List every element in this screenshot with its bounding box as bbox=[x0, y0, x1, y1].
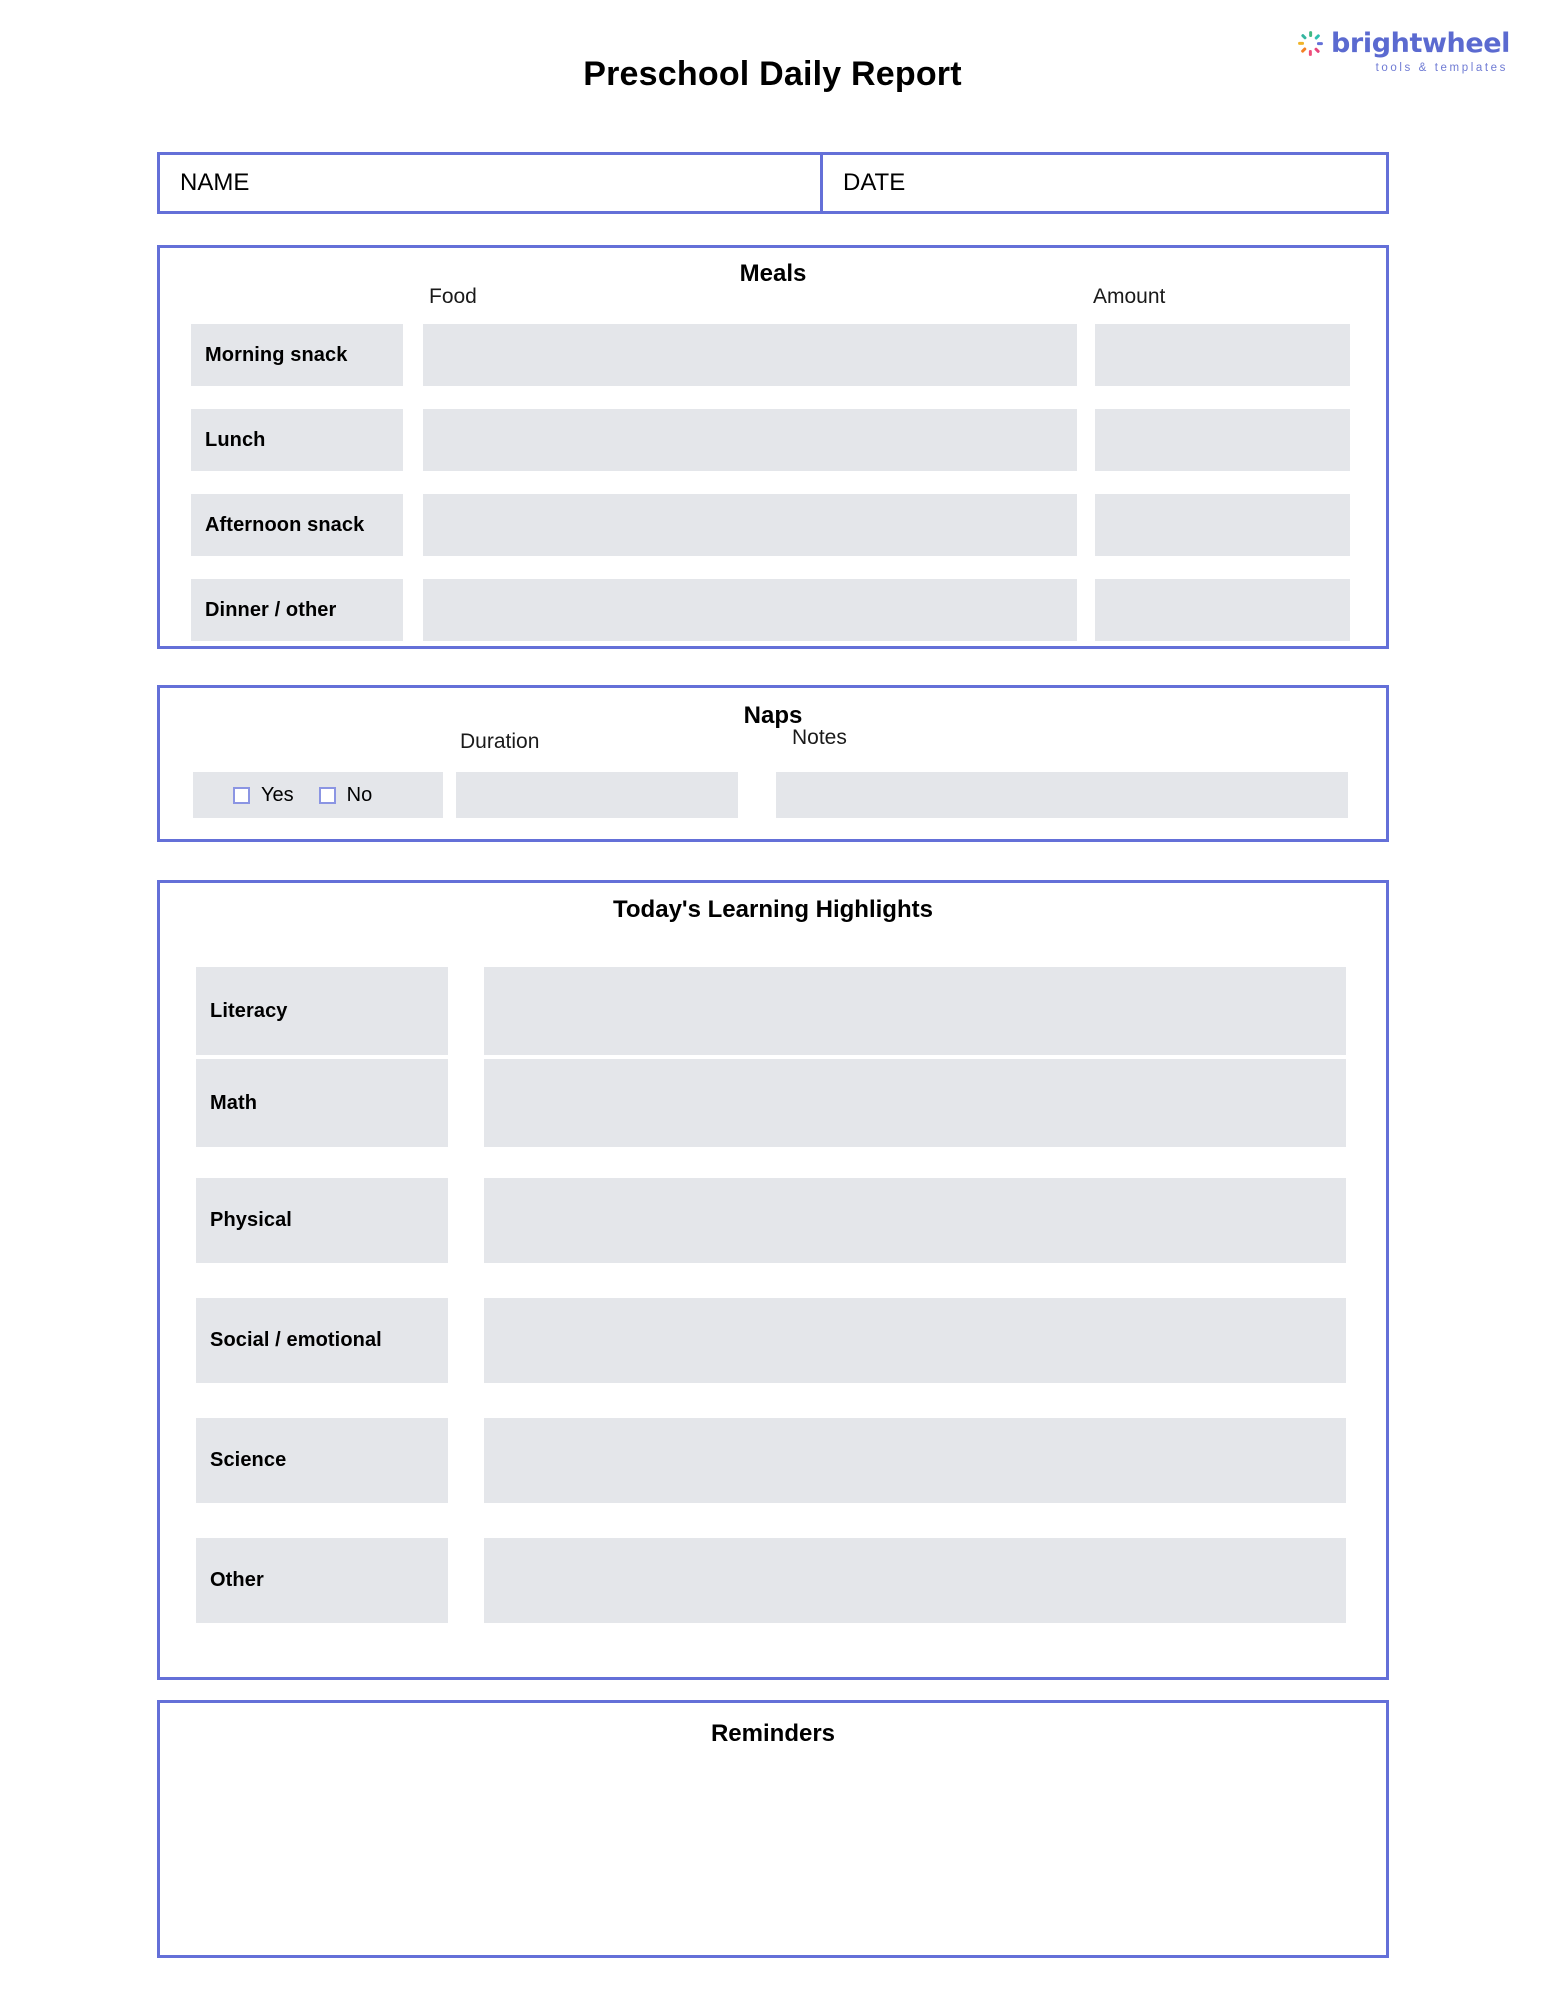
meals-row-label: Dinner / other bbox=[191, 579, 403, 641]
date-label: DATE bbox=[843, 169, 906, 196]
learning-section-title: Today's Learning Highlights bbox=[613, 896, 933, 923]
learning-row-input[interactable] bbox=[484, 967, 1346, 1055]
learning-row-label: Math bbox=[196, 1059, 448, 1147]
reminders-section[interactable]: Reminders bbox=[157, 1700, 1389, 1958]
learning-row-social-emotional: Social / emotional bbox=[196, 1298, 1356, 1383]
learning-row-label: Literacy bbox=[196, 967, 448, 1055]
naps-row: Yes No bbox=[193, 772, 1348, 818]
learning-highlights-section: Today's Learning Highlights Literacy Mat… bbox=[157, 880, 1389, 1680]
learning-row-label: Other bbox=[196, 1538, 448, 1623]
brightwheel-logo: brightwheel tools & templates bbox=[1295, 30, 1510, 82]
learning-row-input[interactable] bbox=[484, 1178, 1346, 1263]
naps-duration-input[interactable] bbox=[456, 772, 738, 818]
meals-row-dinner-other: Dinner / other bbox=[191, 579, 1359, 641]
naps-notes-input[interactable] bbox=[776, 772, 1348, 818]
meals-amount-input[interactable] bbox=[1095, 409, 1350, 471]
brand-tagline: tools & templates bbox=[1375, 62, 1508, 74]
name-date-row: NAME DATE bbox=[157, 152, 1389, 214]
meals-row-lunch: Lunch bbox=[191, 409, 1359, 471]
meals-row-afternoon-snack: Afternoon snack bbox=[191, 494, 1359, 556]
meals-food-input[interactable] bbox=[423, 324, 1077, 386]
naps-no-label: No bbox=[346, 783, 373, 806]
meals-row-label: Morning snack bbox=[191, 324, 403, 386]
learning-row-label: Physical bbox=[196, 1178, 448, 1263]
learning-row-other: Other bbox=[196, 1538, 1356, 1623]
meals-section: Meals Food Amount Morning snack Lunch Af… bbox=[157, 245, 1389, 649]
meals-row-label: Afternoon snack bbox=[191, 494, 403, 556]
meals-section-title: Meals bbox=[739, 260, 807, 287]
naps-yes-checkbox[interactable] bbox=[233, 786, 250, 804]
learning-row-input[interactable] bbox=[484, 1538, 1346, 1623]
meals-row-label: Lunch bbox=[191, 409, 403, 471]
learning-row-input[interactable] bbox=[484, 1418, 1346, 1503]
meals-column-header-amount: Amount bbox=[1093, 285, 1166, 308]
learning-row-input[interactable] bbox=[484, 1059, 1346, 1147]
meals-food-input[interactable] bbox=[423, 579, 1077, 641]
learning-row-math: Math bbox=[196, 1059, 1356, 1147]
naps-column-header-notes: Notes bbox=[792, 726, 847, 749]
naps-section: Naps Duration Notes Yes No bbox=[157, 685, 1389, 842]
naps-yes-no-group: Yes No bbox=[193, 772, 443, 818]
naps-column-header-duration: Duration bbox=[460, 730, 540, 753]
naps-yes-label: Yes bbox=[261, 783, 294, 806]
meals-food-input[interactable] bbox=[423, 494, 1077, 556]
date-field[interactable]: DATE bbox=[823, 155, 1386, 211]
reminders-section-title: Reminders bbox=[710, 1720, 836, 1747]
learning-row-label: Social / emotional bbox=[196, 1298, 448, 1383]
learning-row-label: Science bbox=[196, 1418, 448, 1503]
brand-wordmark: brightwheel bbox=[1331, 28, 1510, 59]
brightwheel-pinwheel-icon bbox=[1297, 30, 1324, 57]
naps-no-checkbox[interactable] bbox=[318, 786, 336, 804]
meals-amount-input[interactable] bbox=[1095, 324, 1350, 386]
meals-amount-input[interactable] bbox=[1095, 494, 1350, 556]
meals-row-morning-snack: Morning snack bbox=[191, 324, 1359, 386]
meals-food-input[interactable] bbox=[423, 409, 1077, 471]
naps-section-title: Naps bbox=[743, 702, 803, 729]
learning-row-science: Science bbox=[196, 1418, 1356, 1503]
meals-column-header-food: Food bbox=[429, 285, 477, 308]
learning-row-literacy: Literacy bbox=[196, 967, 1356, 1055]
page-title: Preschool Daily Report bbox=[583, 55, 962, 93]
name-field[interactable]: NAME bbox=[160, 155, 823, 211]
reminders-input[interactable] bbox=[160, 1763, 1386, 1953]
name-label: NAME bbox=[180, 169, 250, 196]
learning-row-input[interactable] bbox=[484, 1298, 1346, 1383]
learning-row-physical: Physical bbox=[196, 1178, 1356, 1263]
meals-amount-input[interactable] bbox=[1095, 579, 1350, 641]
